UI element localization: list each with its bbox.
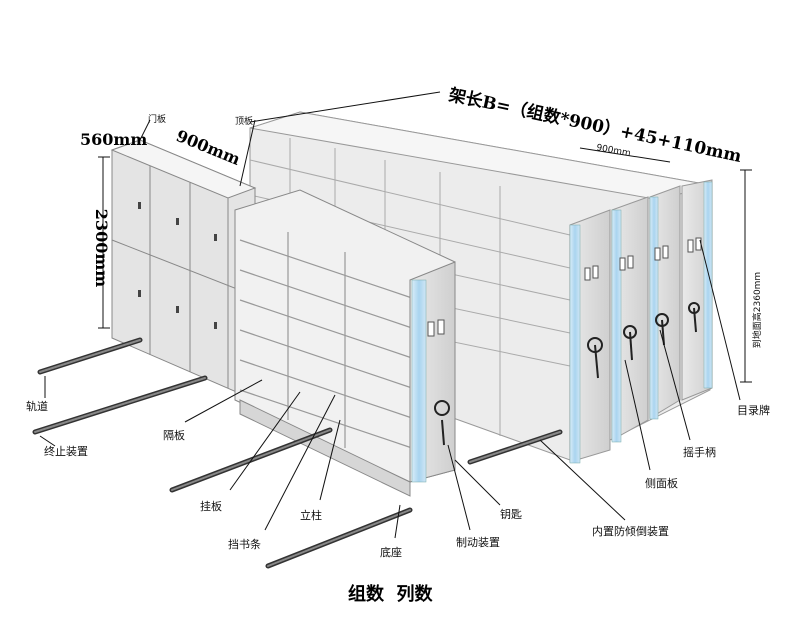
brake-label: 制动装置 — [456, 536, 500, 549]
key-label: 钥匙 — [500, 507, 522, 521]
door-panel-label: 门板 — [148, 113, 166, 125]
hand-crank-icon — [587, 302, 700, 379]
front-shelf-unit — [234, 189, 456, 497]
depth-dimension: 560mm — [80, 130, 147, 149]
diagram-caption: 组数 列数 — [348, 583, 434, 605]
partition-label: 隔板 — [163, 428, 185, 442]
top-panel-label: 顶板 — [235, 115, 253, 127]
dimension-lines — [98, 91, 752, 383]
height-dimension: 2300mm — [92, 209, 111, 287]
book-stop-label: 挡书条 — [228, 537, 261, 551]
hand-crank-label: 摇手柄 — [683, 445, 716, 459]
base-label: 底座 — [380, 545, 402, 559]
hanging-board-label: 挂板 — [200, 499, 222, 513]
directory-card-label: 目录牌 — [737, 403, 770, 417]
right-end-panels — [569, 179, 713, 464]
floor-height-dimension: 到地面高2360mm — [751, 272, 763, 348]
door-cabinets — [110, 139, 257, 401]
column-label: 立柱 — [300, 508, 322, 522]
anti-tilt-label: 内置防倾倒装置 — [592, 524, 669, 538]
track-label: 轨道 — [26, 399, 48, 413]
section-width-dimension: 900mm — [595, 143, 631, 159]
end-stop-label: 终止装置 — [44, 444, 88, 458]
leader-lines — [39, 119, 741, 539]
side-panel-label: 侧面板 — [645, 476, 678, 490]
front-crank-icon — [434, 400, 450, 446]
